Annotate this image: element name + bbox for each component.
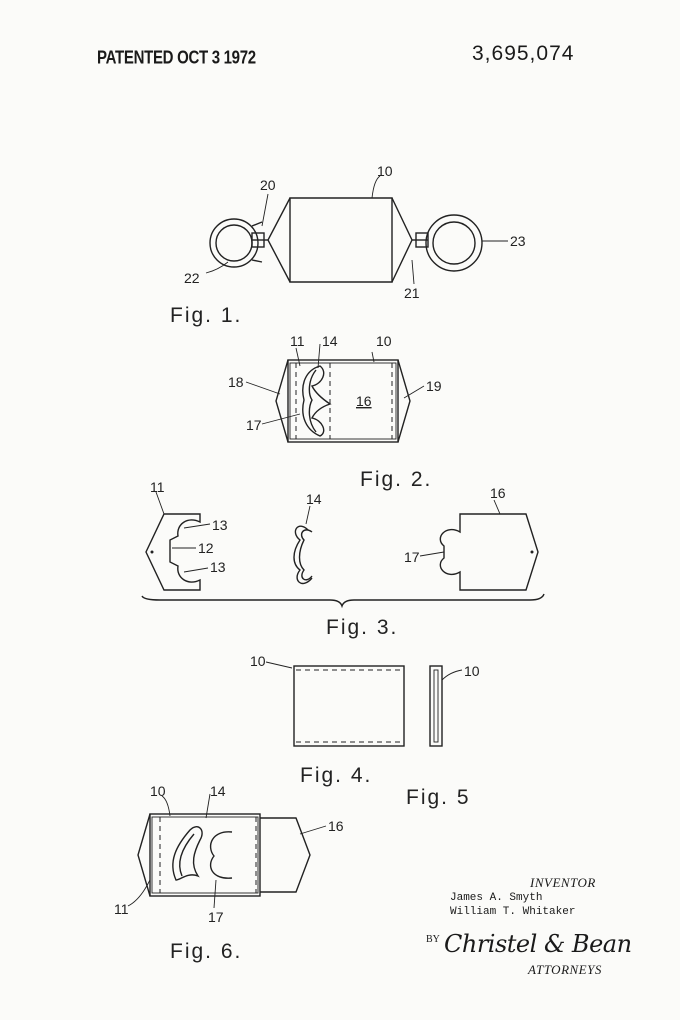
fig5-caption: Fig. 5 [406,786,471,809]
fig1-right-ring-inner [432,221,476,265]
fig1-label-22: 22 [184,270,200,286]
fig3-label-11: 11 [150,479,165,495]
fig1-left-ring-outer [209,218,259,268]
fig5-label-10: 10 [464,663,480,679]
fig2-label-14: 14 [322,333,338,349]
by-label: BY [426,934,440,945]
fig6-label-11: 11 [114,901,129,917]
fig1-label-23: 23 [510,233,526,249]
fig2-label-11: 11 [290,333,305,349]
inventor-name-1: James A. Smyth [450,892,543,904]
fig2-label-18: 18 [228,374,244,390]
figure-5: 10 Fig. 5 [406,663,480,809]
figure-4: 10 Fig. 4. [250,653,405,787]
fig1-left-ring-inner [215,224,253,262]
figure-6: 10 14 16 11 17 Fig. 6. [114,783,344,963]
fig2-label-16: 16 [356,393,372,409]
fig6-caption: Fig. 6. [170,940,242,963]
figure-3: 11 13 12 13 14 16 17 Fig. 3. [141,479,545,639]
inventor-title: INVENTOR [530,875,596,890]
attorneys-label: ATTORNEYS [528,962,602,977]
fig3-label-12: 12 [198,540,214,556]
fig6-spring-clip [172,826,203,881]
fig3-part-16 [439,513,539,591]
fig1-label-10: 10 [377,163,393,179]
fig3-label-14: 14 [306,491,322,507]
fig6-label-17: 17 [208,909,224,925]
fig6-label-14: 14 [210,783,226,799]
fig1-right-ring-outer [425,214,483,272]
figure-1: 10 20 21 22 23 Fig. 1. [170,163,526,327]
fig3-label-16: 16 [490,485,506,501]
fig6-label-16: 16 [328,818,344,834]
inventor-name-2: William T. Whitaker [450,906,576,918]
fig3-label-13a: 13 [212,517,228,533]
fig1-left-point [267,197,291,283]
fig2-label-10: 10 [376,333,392,349]
fig2-sleeve [287,359,399,443]
figure-2: 11 14 10 18 19 16 17 Fig. 2. [228,333,442,491]
fig1-label-20: 20 [260,177,276,193]
patented-date: PATENTED OCT 3 1972 [97,47,256,69]
fig3-label-17: 17 [404,549,420,565]
fig2-label-17: 17 [246,417,262,433]
fig3-label-13b: 13 [210,559,226,575]
fig5-sleeve-edge [429,665,443,747]
fig3-brace [141,593,545,609]
fig2-caption: Fig. 2. [360,468,432,491]
attorney-signature: Christel & Bean [444,930,632,958]
fig6-part-16 [260,817,311,893]
fig3-caption: Fig. 3. [326,616,398,639]
fig4-caption: Fig. 4. [300,764,372,787]
fig1-caption: Fig. 1. [170,304,242,327]
fig4-sleeve-front [293,665,405,747]
fig1-right-point [391,197,413,283]
fig1-label-21: 21 [404,285,420,301]
fig3-spring-14 [293,525,313,585]
fig4-label-10: 10 [250,653,266,669]
fig3-part-11 [145,513,201,591]
fig2-label-19: 19 [426,378,442,394]
fig6-sleeve [149,813,261,897]
fig1-body [289,197,393,283]
fig6-label-10: 10 [150,783,166,799]
patent-number: 3,695,074 [472,42,575,65]
fig2-spring-clip [302,365,332,437]
